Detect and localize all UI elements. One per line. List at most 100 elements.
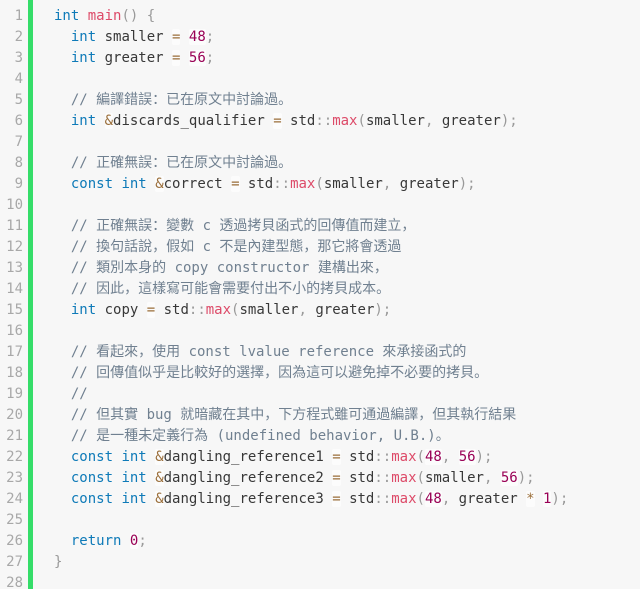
token-plain: greater <box>96 50 173 66</box>
token-punctuation: :: <box>188 302 206 318</box>
token-keyword: int <box>54 8 80 24</box>
line-number: 12 <box>6 239 23 255</box>
token-keyword: const <box>70 176 114 192</box>
line-number: 3 <box>14 50 23 66</box>
token-plain <box>54 428 71 444</box>
token-plain <box>450 449 458 465</box>
token-punctuation: ( <box>231 302 240 318</box>
line-number: 9 <box>14 176 23 192</box>
token-plain: smaller <box>323 176 383 192</box>
line-number: 13 <box>6 260 23 276</box>
token-number: 56 <box>458 449 476 465</box>
token-punctuation: ; <box>138 533 147 549</box>
token-plain: smaller <box>96 29 173 45</box>
code-line <box>54 132 568 153</box>
code-line: const int &correct = std::max(smaller, g… <box>54 174 568 195</box>
token-function: max <box>290 176 316 192</box>
token-plain <box>54 218 71 234</box>
code-line: const int &dangling_reference2 = std::ma… <box>54 468 568 489</box>
token-punctuation: } <box>54 554 63 570</box>
token-punctuation: :: <box>374 491 392 507</box>
code-area: int main() { int smaller = 48; int great… <box>54 6 568 589</box>
token-plain <box>54 239 71 255</box>
token-plain <box>79 8 87 24</box>
code-line: // <box>54 384 568 405</box>
token-punctuation: ); <box>458 176 476 192</box>
line-number: 15 <box>6 302 23 318</box>
line-number: 20 <box>6 407 23 423</box>
token-plain <box>54 50 71 66</box>
token-operator: & <box>155 491 164 507</box>
line-number: 6 <box>14 113 23 129</box>
token-plain <box>96 113 104 129</box>
token-keyword: return <box>70 533 122 549</box>
token-function: max <box>391 449 417 465</box>
code-line: // 看起來，使用 const lvalue reference 來承接函式的 <box>54 342 568 363</box>
token-plain <box>147 470 155 486</box>
token-function: main <box>87 8 122 24</box>
token-plain <box>54 449 71 465</box>
code-line <box>54 69 568 90</box>
code-line: int smaller = 48; <box>54 27 568 48</box>
token-plain: greater <box>391 176 459 192</box>
line-number: 25 <box>6 512 23 528</box>
token-punctuation: () <box>121 8 139 24</box>
token-plain: smaller <box>365 113 425 129</box>
token-plain <box>54 470 71 486</box>
line-number: 21 <box>6 428 23 444</box>
token-punctuation: :: <box>315 113 333 129</box>
token-plain <box>121 533 129 549</box>
token-plain <box>147 176 155 192</box>
line-number: 17 <box>6 344 23 360</box>
token-plain <box>138 8 146 24</box>
token-plain: smaller <box>239 302 299 318</box>
token-plain <box>54 344 71 360</box>
line-number: 23 <box>6 470 23 486</box>
token-plain <box>54 92 71 108</box>
token-punctuation: :: <box>273 176 291 192</box>
line-number: 26 <box>6 533 23 549</box>
token-keyword: int <box>121 176 147 192</box>
token-plain <box>54 281 71 297</box>
token-number: 1 <box>542 491 552 507</box>
accent-bar <box>28 0 33 589</box>
code-line <box>54 510 568 531</box>
token-plain: dangling_reference2 <box>163 470 333 486</box>
token-keyword: const <box>70 449 114 465</box>
line-number: 27 <box>6 554 23 570</box>
token-number: 0 <box>129 533 139 549</box>
code-line: int main() { <box>54 6 568 27</box>
line-number: 28 <box>6 575 23 589</box>
token-plain <box>147 449 155 465</box>
token-punctuation: , <box>298 302 307 318</box>
token-number: 56 <box>500 470 518 486</box>
code-line: // 正確無誤：已在原文中討論過。 <box>54 153 568 174</box>
token-operator: = <box>172 29 181 45</box>
line-number: 11 <box>6 218 23 234</box>
token-punctuation: ; <box>205 29 215 45</box>
token-operator: & <box>104 113 114 129</box>
token-punctuation: , <box>382 176 392 192</box>
token-function: max <box>332 113 358 129</box>
line-number: 22 <box>6 449 23 465</box>
token-punctuation: ( <box>416 491 425 507</box>
token-comment: // 但其實 bug 就暗藏在其中，下方程式雖可通過編譯，但其執行結果 <box>70 407 517 423</box>
token-plain: std <box>340 491 375 507</box>
token-number: 48 <box>424 491 442 507</box>
line-number: 24 <box>6 491 23 507</box>
line-number: 4 <box>14 71 23 87</box>
token-comment: // 是一種未定義行為 (undefined behavior, U.B.)。 <box>70 428 450 444</box>
code-line: const int &dangling_reference1 = std::ma… <box>54 447 568 468</box>
code-line: // 編譯錯誤：已在原文中討論過。 <box>54 90 568 111</box>
token-plain: greater <box>450 491 527 507</box>
token-plain: discards_qualifier <box>113 113 274 129</box>
code-line: // 類別本身的 copy constructor 建構出來， <box>54 258 568 279</box>
token-punctuation: ); <box>517 470 535 486</box>
token-keyword: const <box>70 470 114 486</box>
token-plain: greater <box>306 302 375 318</box>
token-operator: = <box>172 50 181 66</box>
code-line: // 換句話說，假如 c 不是內建型態，那它將會透過 <box>54 237 568 258</box>
token-plain <box>54 365 71 381</box>
token-punctuation: , <box>441 491 451 507</box>
